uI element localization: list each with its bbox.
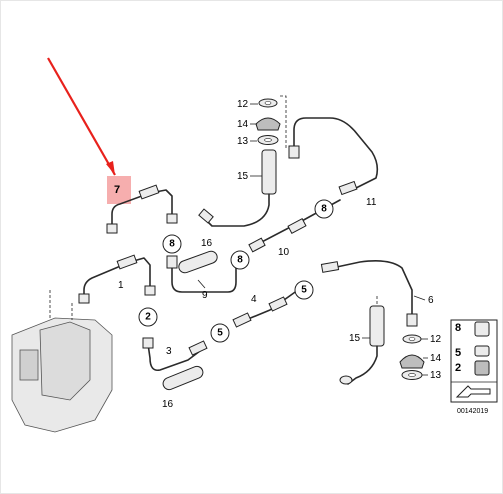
brake-hose-15-lower[interactable]: [339, 296, 385, 385]
legend-fitting-8-icon: [474, 321, 490, 337]
red-pointer-arrowhead: [106, 161, 115, 175]
brake-line-3[interactable]: [142, 337, 208, 372]
circle-ref-8-middle[interactable]: 8: [162, 234, 182, 254]
callout-16-lower: 16: [162, 399, 174, 410]
drawing-code: 00142019: [457, 408, 488, 415]
washer-13-upper[interactable]: [257, 135, 279, 145]
callout-16-upper: 16: [201, 238, 213, 249]
callout-12-lower: 12: [430, 334, 442, 345]
brake-line-1[interactable]: [78, 254, 156, 304]
legend-fitting-2-icon: [474, 360, 490, 376]
callout-11: 11: [366, 197, 377, 208]
arrow-symbol-icon: [455, 385, 491, 398]
legend-label-5: 5: [455, 347, 461, 359]
circle-ref-2[interactable]: 2: [138, 307, 158, 327]
svg-text:8: 8: [321, 204, 327, 215]
brake-hose-15-upper[interactable]: [198, 149, 277, 227]
callout-14-lower: 14: [430, 353, 442, 364]
brake-line-9[interactable]: [166, 255, 237, 293]
callout-13-lower: 13: [430, 370, 442, 381]
washer-12-upper[interactable]: [258, 98, 278, 108]
hose-sleeve-16-upper[interactable]: [177, 250, 219, 275]
washer-12-lower[interactable]: [402, 334, 422, 344]
hose-sleeve-16-lower[interactable]: [161, 365, 204, 392]
legend-fitting-5-icon: [474, 345, 490, 357]
callout-12-upper: 12: [237, 99, 249, 110]
callout-6: 6: [428, 295, 434, 306]
svg-text:5: 5: [301, 285, 307, 296]
grommet-14-upper[interactable]: [255, 117, 281, 131]
fitting-legend: 8 5 2: [450, 319, 498, 403]
callout-14-upper: 14: [237, 119, 249, 130]
brake-line-7[interactable]: [106, 184, 178, 234]
legend-label-8: 8: [455, 322, 461, 334]
part-7-highlight: [107, 176, 131, 204]
svg-text:5: 5: [217, 328, 223, 339]
brake-line-11[interactable]: [288, 117, 379, 196]
callout-1: 1: [118, 280, 124, 291]
callout-4: 4: [251, 294, 257, 305]
red-pointer-arrow: [47, 57, 116, 176]
grommet-14-lower[interactable]: [399, 354, 425, 369]
abs-hydraulic-unit: [11, 290, 113, 433]
callout-3: 3: [166, 346, 172, 357]
brake-line-6[interactable]: [320, 260, 418, 327]
callout-7: 7: [114, 184, 120, 196]
svg-text:2: 2: [145, 312, 151, 323]
callout-15-lower: 15: [349, 333, 361, 344]
callout-9: 9: [202, 290, 208, 301]
svg-text:8: 8: [169, 239, 175, 250]
circle-ref-5-right[interactable]: 5: [294, 280, 314, 300]
washer-13-lower[interactable]: [401, 370, 423, 380]
callout-10: 10: [278, 247, 290, 258]
callout-13-upper: 13: [237, 136, 249, 147]
brake-line-4[interactable]: [232, 284, 306, 328]
svg-text:8: 8: [237, 255, 243, 266]
legend-label-2: 2: [455, 362, 461, 374]
circle-ref-8-right[interactable]: 8: [230, 250, 250, 270]
circle-ref-8-upper[interactable]: 8: [314, 199, 334, 219]
circle-ref-5-left[interactable]: 5: [210, 323, 230, 343]
callout-15-upper: 15: [237, 171, 249, 182]
